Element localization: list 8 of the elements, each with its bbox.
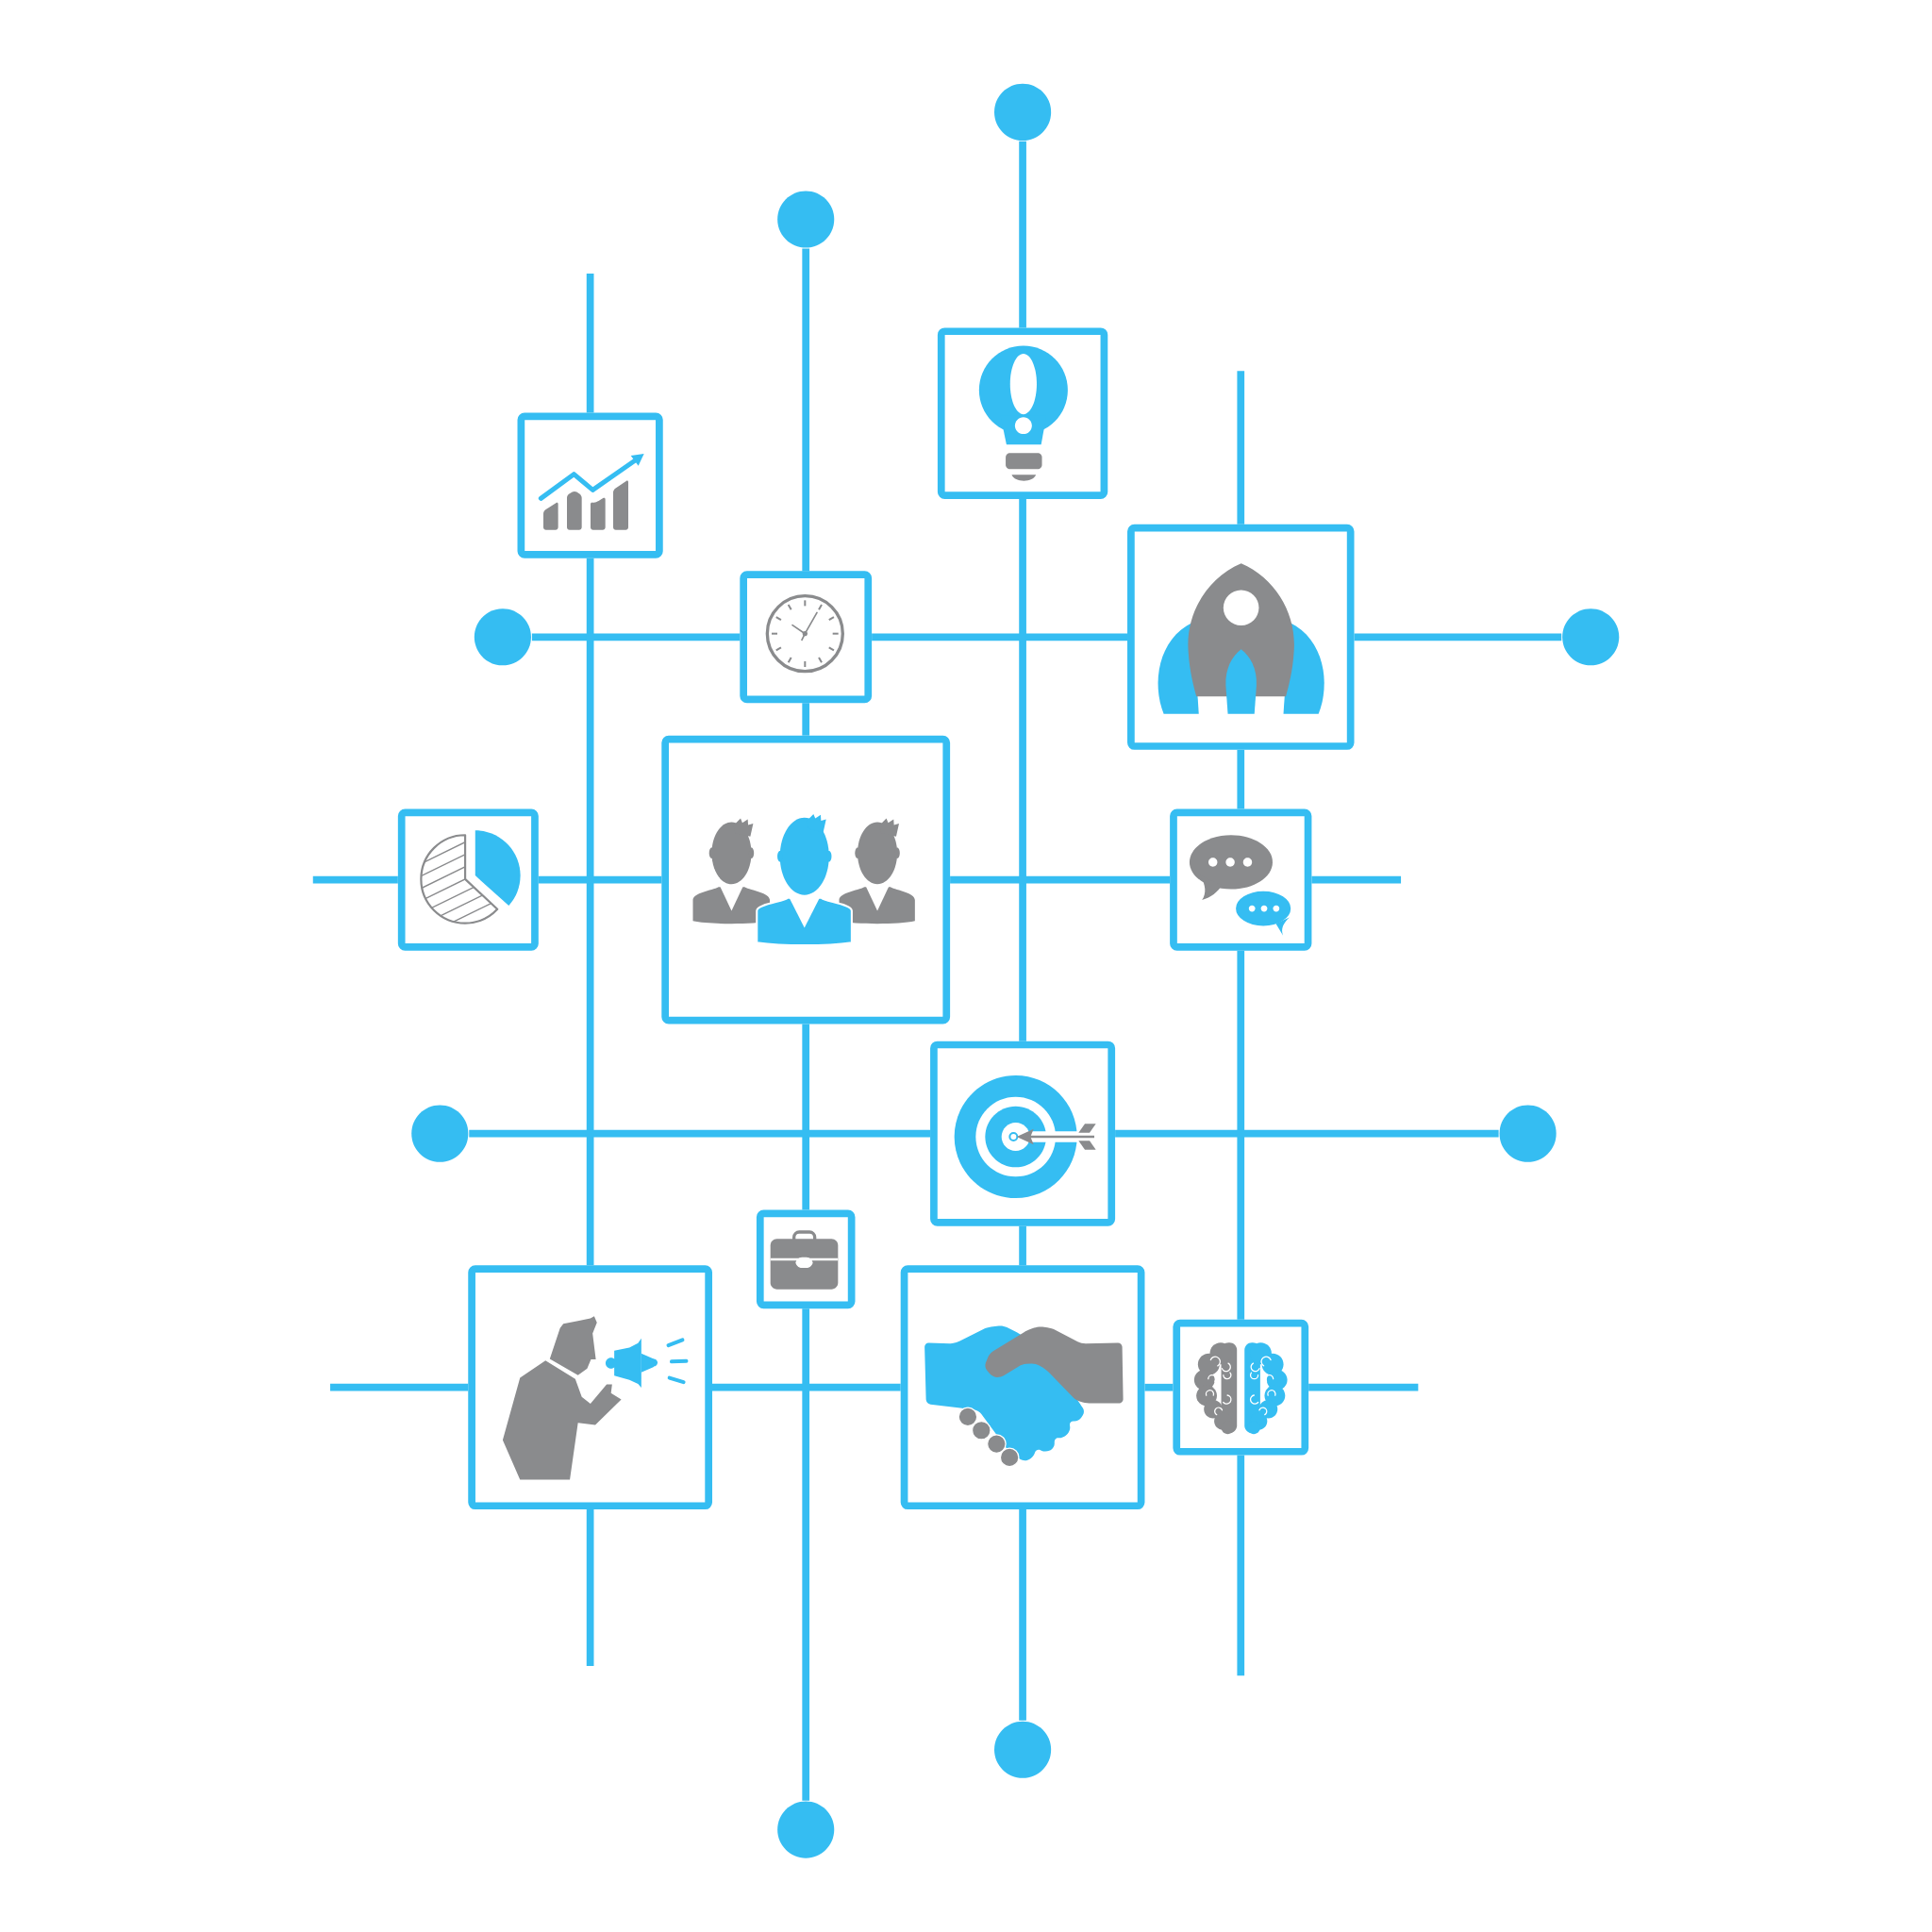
dot (474, 608, 531, 666)
dot (994, 83, 1052, 141)
dot (994, 1721, 1052, 1778)
dot (1562, 608, 1620, 666)
dot (411, 1105, 469, 1162)
dot (777, 191, 835, 248)
dot (777, 1801, 835, 1858)
dot (1499, 1105, 1557, 1162)
